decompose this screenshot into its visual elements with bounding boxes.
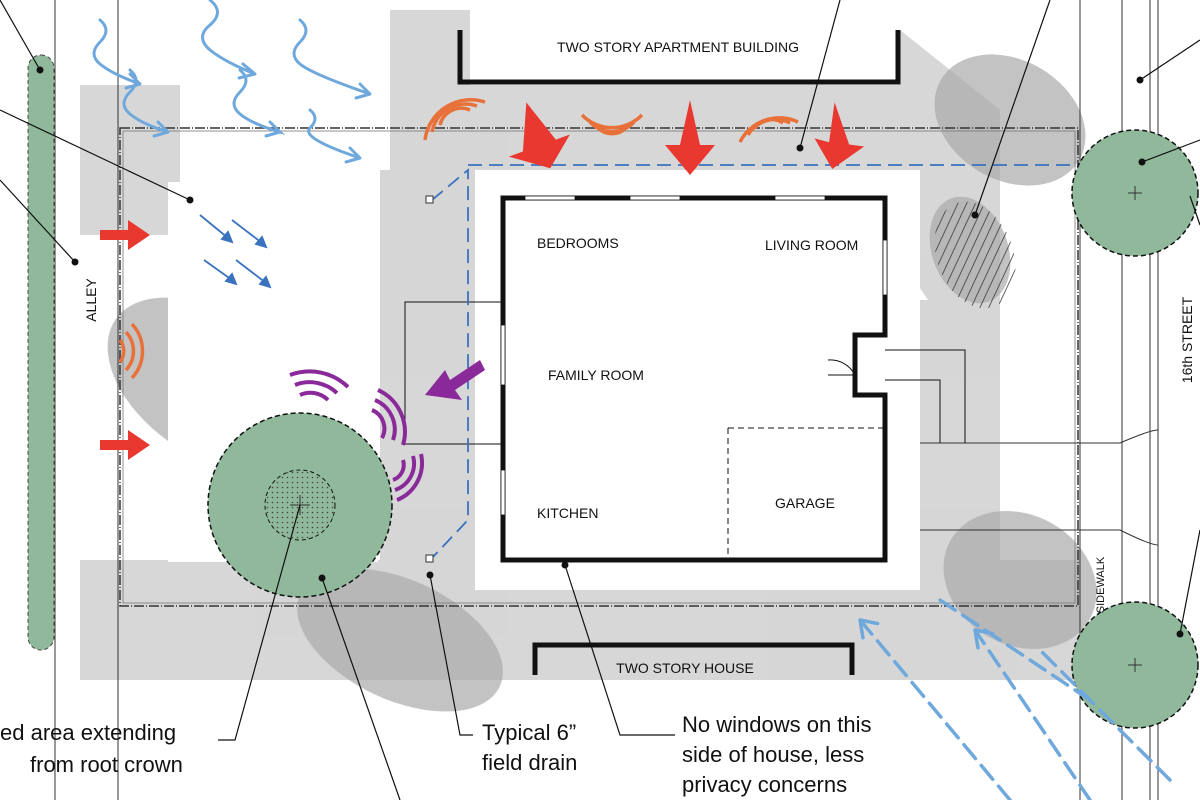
noise-waves-purple (289, 369, 424, 502)
two-story-house-label: TWO STORY HOUSE (616, 660, 754, 676)
sun-arrow-west-1 (100, 220, 150, 250)
no-windows-callout-line2: side of house, less (682, 742, 864, 767)
no-windows-callout-line1: No windows on this (682, 712, 872, 737)
house-outline (500, 195, 888, 563)
shadow-alley-north (80, 85, 180, 235)
street-label: 16th STREET (1179, 296, 1195, 383)
noise-waves-orange (118, 97, 799, 380)
field-drain (431, 164, 1160, 559)
sun-arrow-north-3 (814, 102, 865, 169)
garage-label: GARAGE (775, 495, 835, 511)
root-zone-callout-line1: ed area extending (0, 720, 176, 745)
drain-inlet-north (425, 195, 434, 204)
two-story-house-outline (532, 642, 855, 675)
apartment-building-outline (457, 30, 901, 85)
alley-label: ALLEY (83, 278, 99, 322)
root-zone-callout-line2: from root crown (30, 752, 183, 777)
tree-se (1071, 601, 1199, 729)
tree-shadow-se (943, 510, 1097, 650)
tree-ne (1071, 129, 1199, 257)
breeze-arrows-se (858, 598, 1172, 800)
kitchen-label: KITCHEN (537, 505, 598, 521)
drain-inlet-south (425, 554, 434, 563)
alley-hedge (27, 54, 55, 651)
no-windows-callout-line3: privacy concerns (682, 772, 847, 797)
wind-arrows-nw (92, 0, 372, 164)
sun-arrow-west-2 (100, 430, 150, 460)
sun-arrow-north-2 (665, 100, 715, 175)
apartment-building-label: TWO STORY APARTMENT BUILDING (557, 39, 799, 55)
living-room-label: LIVING ROOM (765, 237, 858, 253)
drainage-arrows (199, 214, 272, 289)
field-drain-callout-line2: field drain (482, 750, 577, 775)
sidewalk-label: SIDEWALK (1095, 556, 1107, 613)
field-drain-callout-line1: Typical 6” (482, 720, 576, 745)
purple-view-arrow (425, 360, 485, 400)
tree-shadow-s (297, 568, 503, 712)
sun-arrows (100, 100, 865, 460)
family-room-label: FAMILY ROOM (548, 367, 644, 383)
hatched-area (934, 201, 1016, 309)
sun-arrow-north-1 (508, 102, 570, 169)
tree-shadow-ne (934, 54, 1086, 186)
bedrooms-label: BEDROOMS (537, 235, 619, 251)
leader-dots (36, 66, 1184, 638)
